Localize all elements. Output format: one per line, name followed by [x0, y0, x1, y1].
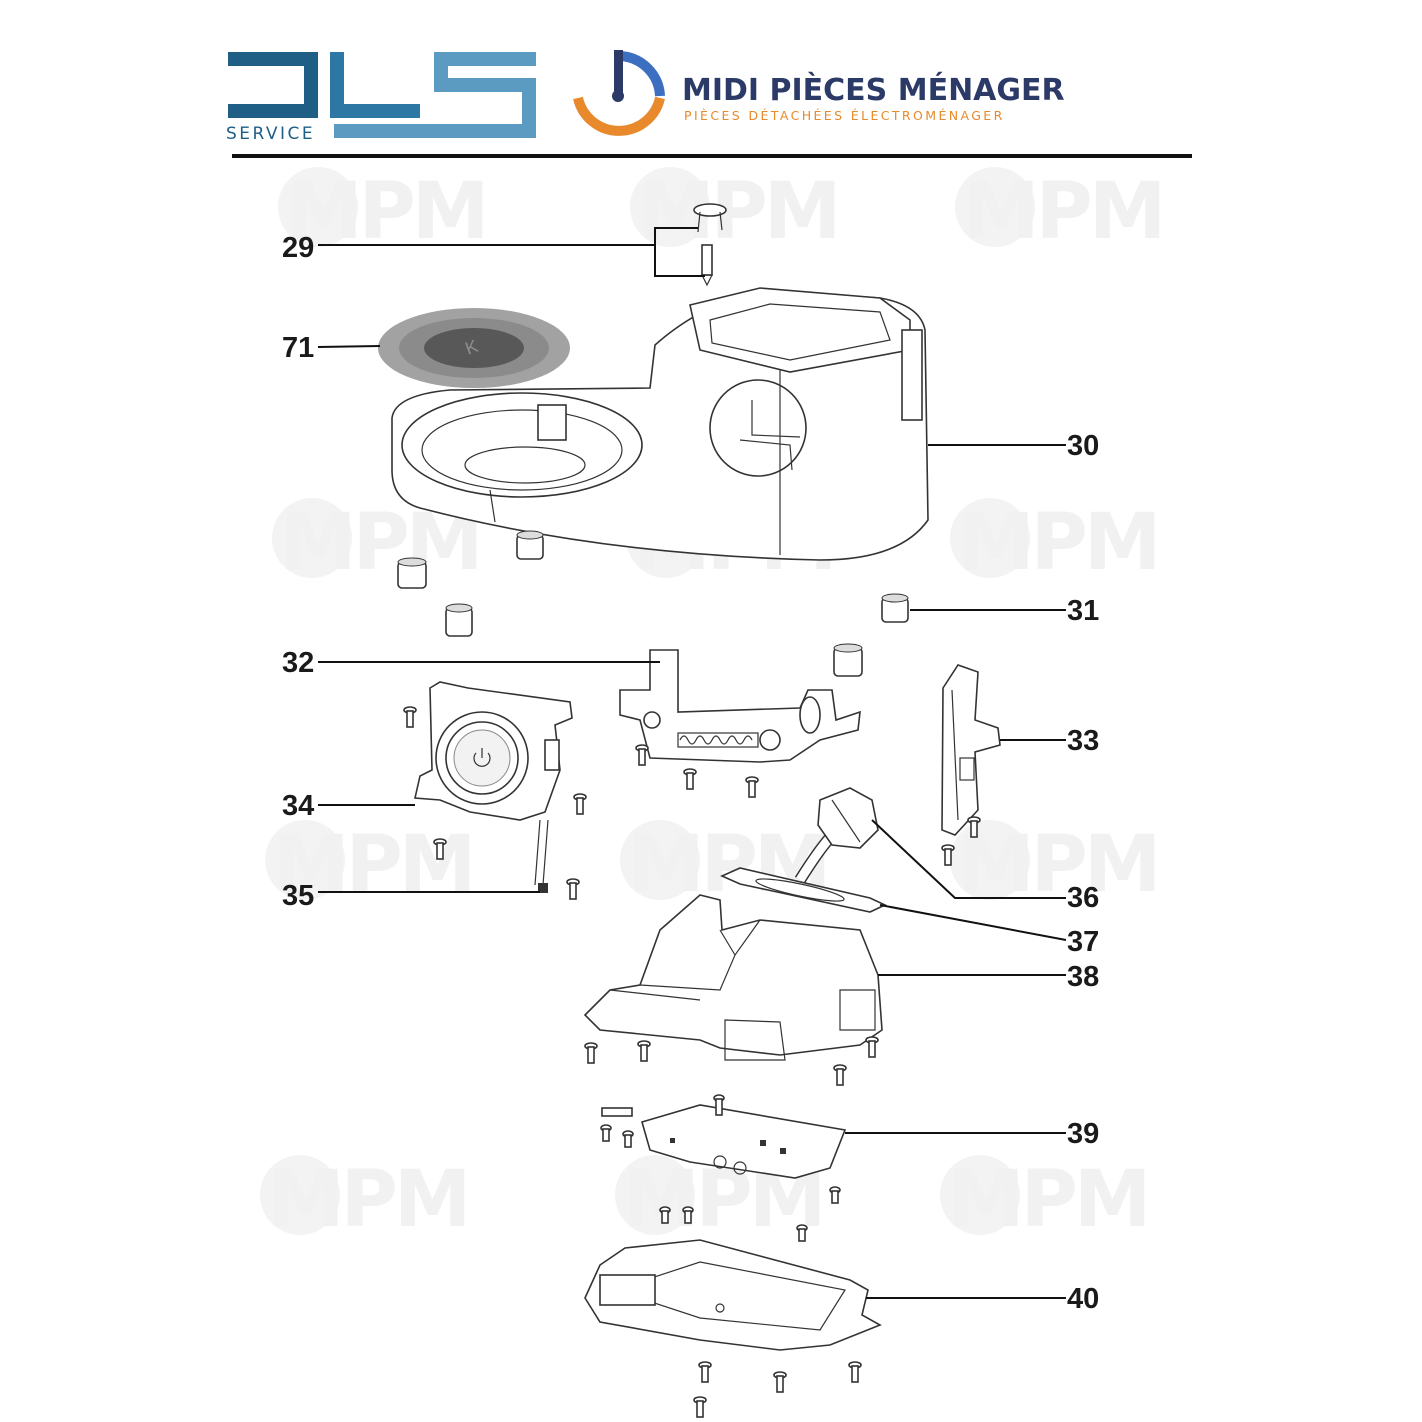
callout-40: 40 — [1067, 1283, 1099, 1315]
screw — [573, 793, 587, 815]
screw — [403, 706, 417, 728]
dls-letter-s — [334, 52, 536, 138]
screw — [848, 1361, 862, 1383]
screws — [403, 706, 981, 1418]
leader-29 — [318, 227, 705, 277]
svg-text:MPM: MPM — [947, 1155, 1147, 1245]
switch-pin — [693, 203, 727, 287]
callout-30: 30 — [1067, 430, 1099, 462]
screw — [584, 1042, 598, 1064]
callout-35: 35 — [282, 880, 314, 912]
svg-text:MPM: MPM — [285, 167, 485, 257]
dls-letter-l — [330, 52, 420, 118]
header: SERVICE MIDI PIÈCES MÉNAGER PIÈCES DÉTAC… — [226, 50, 1192, 158]
watermark: MPM — [278, 167, 489, 257]
callout-37: 37 — [1067, 926, 1099, 958]
foot — [445, 603, 473, 637]
screw — [713, 1094, 725, 1116]
mpm-ring-blue — [619, 51, 665, 97]
screw — [683, 768, 697, 790]
foot — [516, 530, 544, 560]
mpm-title: MIDI PIÈCES MÉNAGER — [682, 72, 1065, 108]
svg-text:MPM: MPM — [957, 820, 1157, 910]
base-cover — [583, 894, 883, 1061]
watermark: MPM — [950, 820, 1161, 910]
side-clip — [941, 664, 1001, 836]
bottom-tray — [584, 1239, 882, 1351]
top-housing — [391, 287, 929, 561]
leader-36 — [871, 819, 1066, 899]
svg-text:MPM: MPM — [962, 167, 1162, 257]
screw — [600, 1124, 612, 1142]
screw — [698, 1361, 712, 1383]
callout-31: 31 — [1067, 595, 1099, 627]
callout-32: 32 — [282, 647, 314, 679]
callouts: 29 71 30 31 32 33 34 35 36 37 38 39 40 — [282, 232, 1099, 1315]
dls-logo: SERVICE — [226, 52, 536, 144]
screw — [941, 844, 955, 866]
watermark: MPM — [955, 167, 1166, 257]
svg-text:MPM: MPM — [957, 498, 1157, 588]
mpm-ring-orange — [573, 96, 665, 136]
dls-letter-d — [228, 52, 318, 118]
svg-text:MPM: MPM — [637, 167, 837, 257]
watermark: MPM — [260, 1155, 471, 1245]
foot — [397, 557, 427, 589]
callout-36: 36 — [1067, 882, 1099, 914]
screw — [693, 1396, 707, 1418]
callout-34: 34 — [282, 790, 314, 822]
callout-29: 29 — [282, 232, 314, 264]
screw — [796, 1224, 808, 1242]
mpm-logo: MIDI PIÈCES MÉNAGER PIÈCES DÉTACHÉES ÉLE… — [573, 50, 1065, 136]
screw — [622, 1130, 634, 1148]
dls-service-label: SERVICE — [226, 124, 315, 144]
control-panel — [414, 681, 573, 893]
screw — [566, 878, 580, 900]
screw — [635, 744, 649, 766]
screw — [745, 776, 759, 798]
power-cable — [794, 787, 879, 884]
screw — [833, 1064, 847, 1086]
leader-37 — [879, 904, 1067, 941]
callout-39: 39 — [1067, 1118, 1099, 1150]
screw — [865, 1036, 879, 1058]
foot — [833, 643, 863, 677]
mpm-bar — [614, 50, 623, 94]
watermark: MPM — [940, 1155, 1151, 1245]
svg-text:MPM: MPM — [267, 1155, 467, 1245]
mpm-subtitle: PIÈCES DÉTACHÉES ÉLECTROMÉNAGER — [684, 108, 1005, 123]
screw — [773, 1371, 787, 1393]
watermark: MPM — [630, 167, 841, 257]
watermark: MPM — [950, 498, 1161, 588]
latch-mechanism — [619, 649, 861, 763]
screw — [967, 816, 981, 838]
callout-71: 71 — [282, 332, 314, 364]
screw — [433, 838, 447, 860]
foot — [881, 593, 909, 623]
callout-38: 38 — [1067, 961, 1099, 993]
svg-text:MPM: MPM — [272, 820, 472, 910]
watermark: MPM — [265, 820, 476, 910]
screw — [829, 1186, 841, 1204]
drive-cover-disk: K — [378, 308, 570, 388]
leader-lines — [317, 227, 1067, 1299]
screw — [637, 1040, 651, 1062]
rubber-feet — [397, 530, 909, 677]
leader-71 — [317, 345, 381, 348]
callout-33: 33 — [1067, 725, 1099, 757]
screw — [659, 1206, 671, 1224]
mpm-dot — [612, 90, 624, 102]
screw — [682, 1206, 694, 1224]
control-board — [601, 1104, 847, 1179]
